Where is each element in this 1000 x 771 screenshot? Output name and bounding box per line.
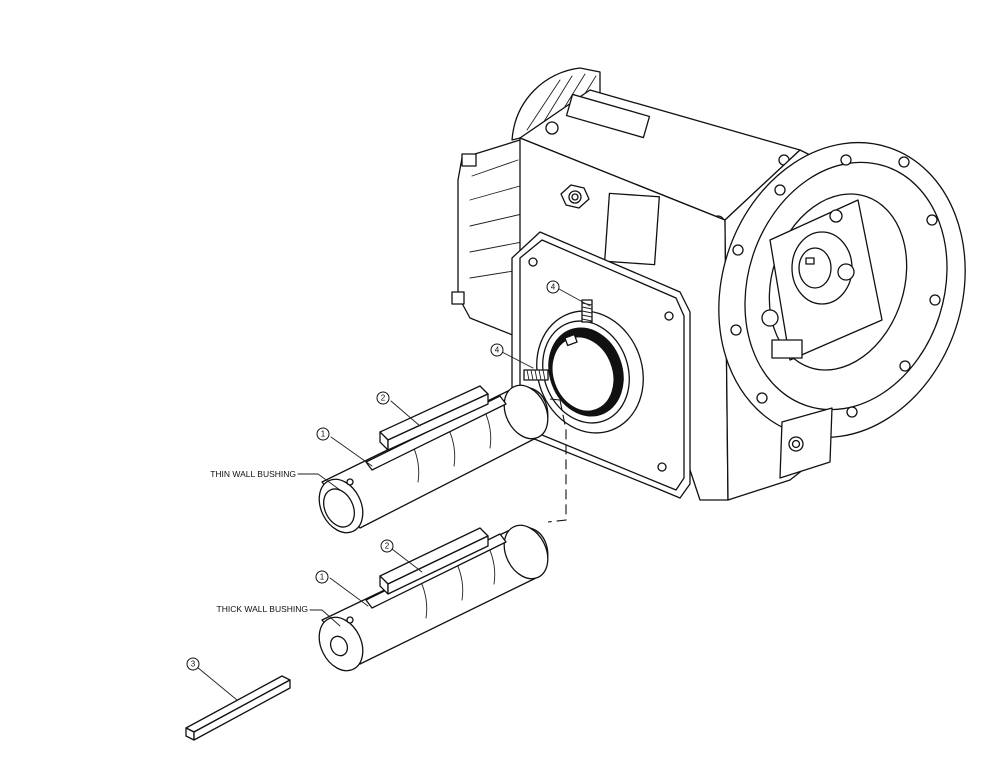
thick-bushing-key [379, 527, 489, 595]
callout-number: 4 [551, 283, 556, 292]
assembly-centerline [547, 399, 567, 523]
callout-balloon-1-thin: 1 [316, 427, 330, 441]
callout-balloon-3: 3 [186, 657, 200, 671]
callout-number: 2 [385, 542, 390, 551]
callout-balloon-2-thin: 2 [376, 391, 390, 405]
callout-balloon-4-side: 4 [490, 343, 504, 357]
callout-balloon-2-thick: 2 [380, 539, 394, 553]
callout-number: 2 [381, 394, 386, 403]
thin-bushing-key [379, 385, 489, 451]
callout-balloon-1-thick: 1 [315, 570, 329, 584]
thick-wall-bushing [318, 524, 549, 672]
thick-wall-bushing-label: THICK WALL BUSHING [217, 604, 308, 614]
set-screw-left [523, 369, 549, 381]
thin-wall-bushing-label: THIN WALL BUSHING [210, 469, 296, 479]
gearbox-housing [451, 67, 966, 501]
leader-lines [196, 288, 591, 701]
loose-key [185, 675, 291, 741]
callout-number: 1 [321, 430, 326, 439]
callout-number: 3 [191, 660, 196, 669]
callout-number: 1 [320, 573, 325, 582]
callout-number: 4 [495, 346, 500, 355]
callout-balloon-4-top: 4 [546, 280, 560, 294]
set-screw-top [581, 299, 593, 323]
thin-wall-bushing [318, 384, 549, 534]
